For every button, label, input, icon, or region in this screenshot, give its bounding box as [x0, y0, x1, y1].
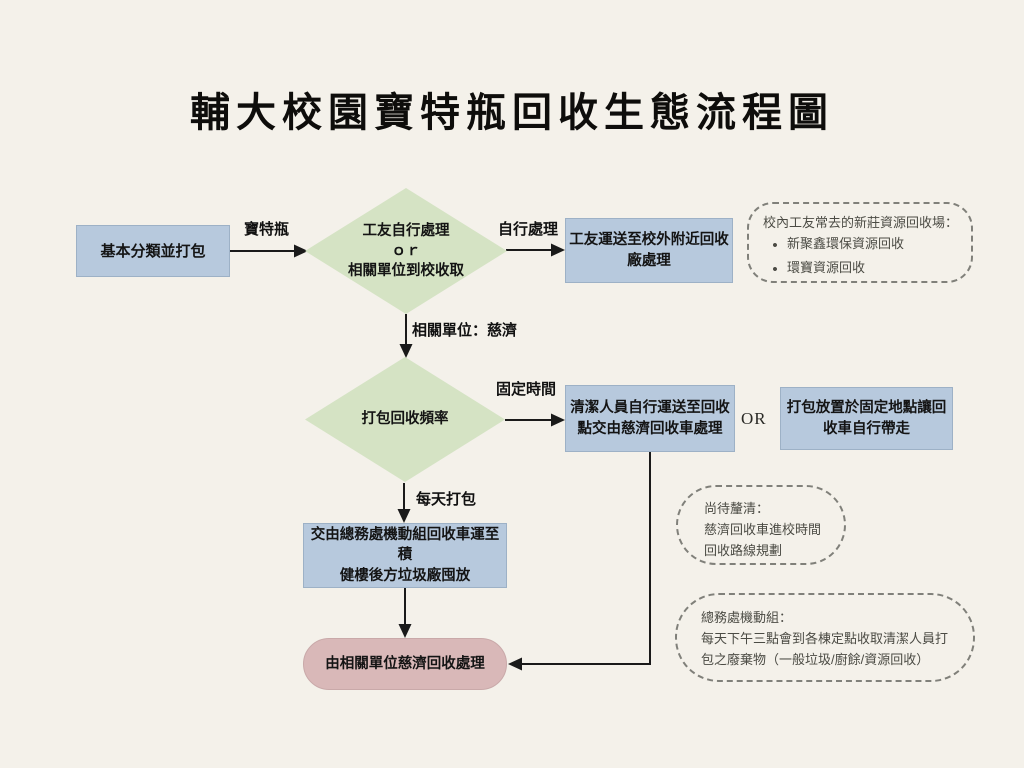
- edge-label-self-handle: 自行處理: [498, 221, 559, 238]
- list-item: 環寶資源回收: [763, 258, 961, 282]
- note-mobile-unit-text: 總務處機動組： 每天下午三點會到各棟定點收取清潔人員打包之廢棄物（一般垃圾/廚餘…: [701, 610, 949, 667]
- note-mobile-unit: 總務處機動組： 每天下午三點會到各棟定點收取清潔人員打包之廢棄物（一般垃圾/廚餘…: [675, 593, 975, 682]
- edge-label-bottle: 寶特瓶: [244, 221, 290, 238]
- connector-decision1-to-decision2: [399, 314, 413, 358]
- list-item: 新聚鑫環保資源回收: [763, 234, 961, 258]
- note-to-clarify: 尚待釐清： 慈濟回收車進校時間 回收路線規劃: [676, 485, 846, 565]
- edge-label-daily-pack: 每天打包: [416, 491, 477, 508]
- node-start: 基本分類並打包: [76, 225, 230, 277]
- connector-fixed-to-end: [508, 452, 651, 671]
- note-recycle-sites: 校內工友常去的新莊資源回收場： 新聚鑫環保資源回收 環寶資源回收: [747, 202, 973, 283]
- node-offsite-plant: 工友運送至校外附近回收 廠處理: [565, 218, 733, 283]
- node-decision-handling: 工友自行處理 ｏｒ 相關單位到校收取: [305, 188, 507, 314]
- node-daily-transport: 交由總務處機動組回收車運至積 健樓後方垃圾廠囤放: [303, 523, 507, 588]
- connector-start-to-decision1: [230, 244, 308, 258]
- or-label: OR: [741, 409, 767, 428]
- connector-decision2-to-daily: [397, 483, 411, 523]
- edge-label-fixed-time: 固定時間: [496, 381, 557, 398]
- note-to-clarify-text: 尚待釐清： 慈濟回收車進校時間 回收路線規劃: [704, 501, 822, 558]
- note-recycle-sites-title: 校內工友常去的新莊資源回收場：: [763, 215, 959, 230]
- connector-decision1-to-offsite: [506, 243, 565, 257]
- bullet-icon: [763, 258, 787, 282]
- connector-decision2-to-fixed: [505, 413, 565, 427]
- connector-daily-to-end: [398, 588, 412, 638]
- node-fixed-point: 清潔人員自行運送至回收 點交由慈濟回收車處理: [565, 385, 735, 452]
- bullet-icon: [763, 234, 787, 258]
- edge-label-related-unit: 相關單位：慈濟: [412, 322, 518, 339]
- node-end: 由相關單位慈濟回收處理: [303, 638, 507, 690]
- note-recycle-site-1: 新聚鑫環保資源回收: [787, 235, 905, 251]
- node-pickup: 打包放置於固定地點讓回 收車自行帶走: [780, 387, 953, 450]
- node-decision-frequency: 打包回收頻率: [305, 357, 505, 482]
- page-title: 輔大校園寶特瓶回收生態流程圖: [190, 91, 834, 135]
- note-recycle-site-2: 環寶資源回收: [787, 259, 866, 275]
